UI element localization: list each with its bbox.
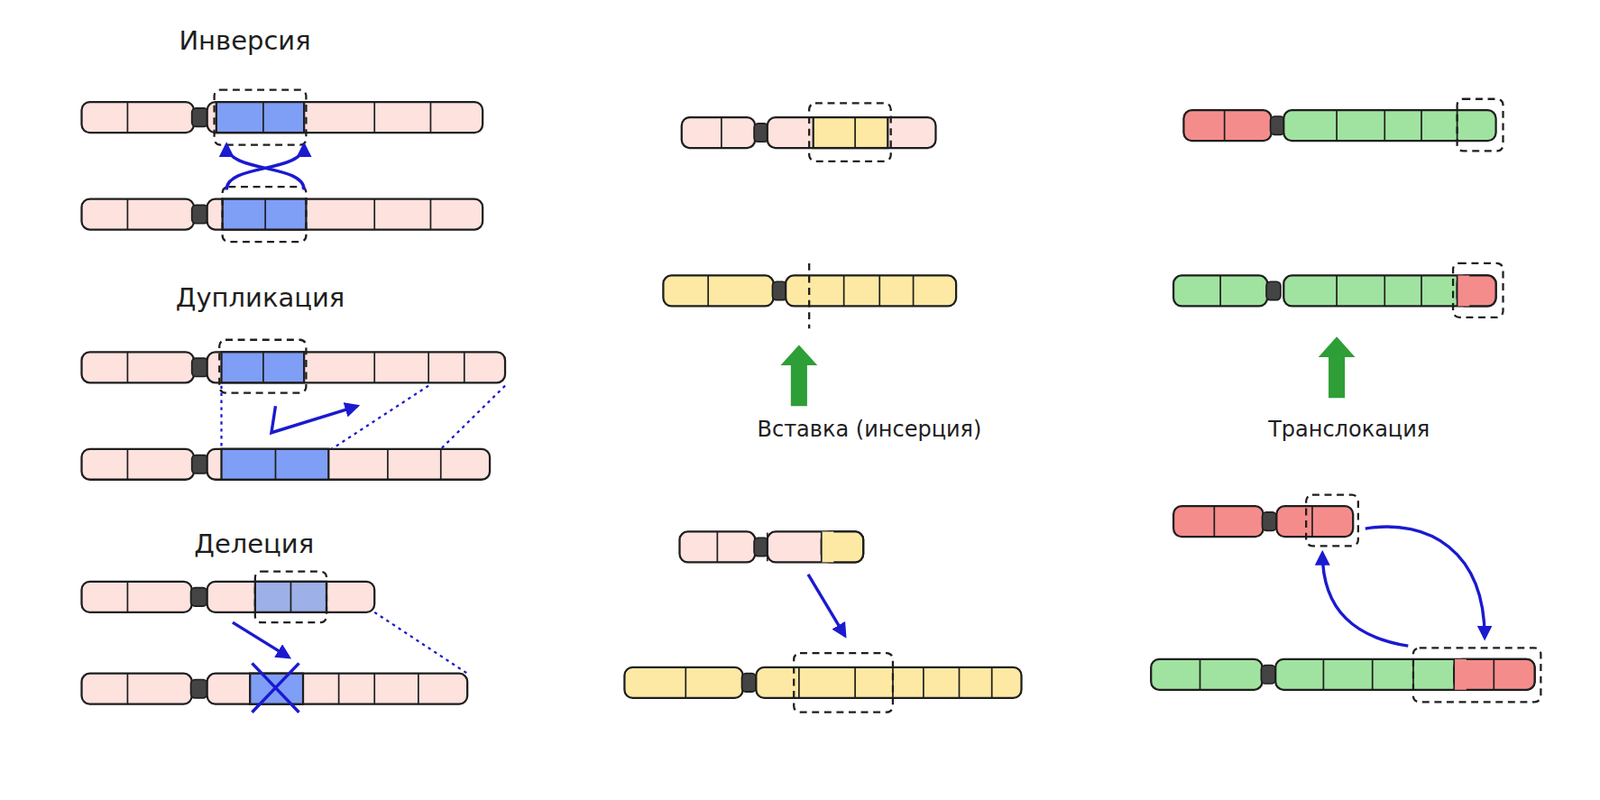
blue-arrow	[226, 145, 304, 191]
chromosome-part	[207, 351, 506, 383]
chromosome-part	[1457, 275, 1471, 306]
dashed-frame	[219, 340, 306, 394]
chromosome-part	[1183, 110, 1271, 141]
dashed-frame	[222, 186, 307, 242]
chromosome-part	[785, 275, 957, 306]
centromere	[192, 108, 209, 127]
centromere	[754, 123, 769, 142]
centromere	[1270, 116, 1286, 135]
chromosome-part	[821, 531, 864, 562]
segment-divider	[127, 449, 441, 480]
chromosome-part	[82, 199, 194, 230]
segment-divider	[127, 199, 431, 230]
blue-arrow	[1322, 552, 1408, 646]
chromosome-part	[207, 449, 490, 480]
dotted-guide	[374, 612, 468, 674]
insertion-chromosomes	[624, 102, 1021, 712]
deletion-chromosomes	[82, 571, 469, 713]
blue-arrow	[808, 574, 846, 636]
dashed-frame	[1457, 99, 1504, 152]
centromere	[192, 358, 209, 377]
chromosome-part	[207, 673, 469, 705]
chromosome-part	[808, 263, 810, 329]
chromosome-part	[1283, 275, 1496, 306]
segment-divider	[127, 101, 431, 133]
blue-arrow	[232, 622, 289, 657]
chromosome-part	[82, 101, 194, 133]
chromosome-part	[216, 101, 304, 133]
segment-divider	[685, 667, 992, 699]
dashed-frame	[1413, 647, 1541, 702]
section-title: Дупликация	[175, 282, 345, 313]
centromere	[1266, 281, 1281, 300]
blue-arrow	[251, 662, 299, 712]
segment-divider	[127, 351, 464, 383]
chromosome-part	[767, 531, 864, 562]
chromosome-part	[207, 199, 483, 230]
chromosome-part	[1457, 275, 1497, 306]
duplication-chromosomes	[82, 340, 506, 480]
centromere	[192, 204, 209, 223]
chromosome-part	[662, 275, 773, 306]
dashed-frame	[1305, 495, 1359, 547]
segment-divider	[717, 531, 821, 562]
dotted-guide	[221, 386, 506, 450]
segment-divider	[721, 117, 856, 148]
dashed-frame	[793, 652, 893, 713]
chromosome-part	[813, 117, 889, 148]
segment-divider	[1220, 275, 1457, 306]
chromosome-part	[1276, 505, 1353, 537]
chromosome-part	[1173, 505, 1264, 537]
chromosome-part	[681, 117, 755, 148]
mutation-label: Транслокация	[1268, 416, 1430, 442]
dashed-frame	[1452, 263, 1503, 318]
green-arrow	[1318, 336, 1356, 398]
centromere	[191, 679, 208, 698]
chromosome-part	[1453, 659, 1467, 690]
centromere	[1262, 512, 1278, 531]
segment-divider	[127, 581, 291, 613]
chromosome-part	[1283, 110, 1496, 141]
chromosome-part	[821, 531, 835, 562]
chromosome-part	[82, 351, 194, 383]
inversion-chromosomes	[82, 90, 484, 243]
dashed-frame	[809, 102, 892, 161]
blue-arrow	[226, 145, 304, 191]
chromosome-part	[82, 673, 193, 705]
section-title: Инверсия	[178, 25, 311, 56]
segment-divider	[1200, 659, 1495, 690]
chromosome-part	[767, 117, 937, 148]
segment-divider	[766, 533, 769, 562]
dashed-frame	[214, 90, 307, 146]
chromosome-part	[82, 581, 193, 613]
centromere	[192, 455, 209, 474]
chromosome-part	[82, 449, 194, 480]
chromosome-part	[222, 199, 307, 230]
chromosome-part	[624, 667, 743, 699]
translocation-chromosomes	[1150, 99, 1541, 703]
chromosome-part	[207, 101, 483, 133]
centromere	[754, 537, 769, 556]
blue-arrow	[271, 405, 358, 433]
centromere	[1260, 665, 1276, 684]
mutation-label: Вставка (инсерция)	[756, 416, 982, 442]
dashed-frame	[255, 571, 327, 624]
segment-divider	[1213, 505, 1313, 537]
green-arrow	[781, 344, 819, 406]
chromosome-part	[1150, 659, 1262, 690]
chromosome-part	[755, 667, 1021, 699]
segment-divider	[1224, 110, 1458, 141]
blue-arrow	[1365, 526, 1485, 638]
segment-divider	[708, 275, 913, 306]
section-title: Делеция	[193, 528, 314, 560]
centromere	[772, 281, 787, 300]
centromere	[742, 673, 757, 692]
centromere	[191, 588, 208, 607]
chromosome-part	[1275, 659, 1535, 690]
